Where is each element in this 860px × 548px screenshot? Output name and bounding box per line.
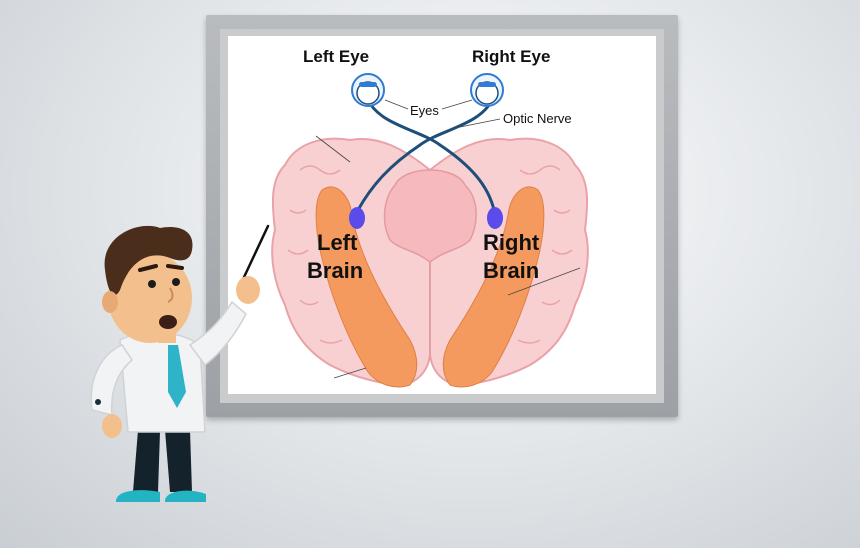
right-eye-icon (470, 73, 504, 107)
left-eye-label: Left Eye (303, 47, 369, 66)
right-brain-label-line2: Brain (483, 258, 539, 283)
left-nucleus (349, 207, 365, 229)
optic-nerve-label: Optic Nerve (503, 111, 572, 126)
right-nucleus (487, 207, 503, 229)
eyes-label: Eyes (410, 103, 439, 118)
right-eye-label: Right Eye (472, 47, 550, 66)
right-striatum (442, 186, 545, 388)
left-brain-label-line1: Left (317, 230, 358, 255)
leader-lines (315, 99, 581, 379)
optic-nerves (356, 98, 496, 212)
left-eye-icon (351, 73, 385, 107)
midbrain-structure (383, 169, 477, 263)
right-brain-label-line1: Right (483, 230, 540, 255)
left-brain-label-line2: Brain (307, 258, 363, 283)
